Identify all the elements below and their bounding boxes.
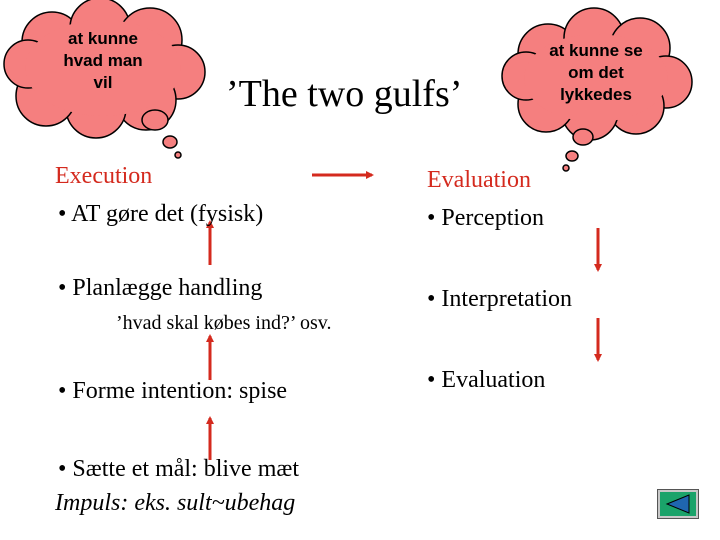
- evaluation-item-3: • Evaluation: [427, 367, 546, 393]
- right-thought-cloud: [501, 7, 693, 141]
- execution-item-4: • Sætte et mål: blive mæt: [58, 456, 300, 482]
- right-cloud-text: at kunne se om det lykkedes: [536, 40, 656, 106]
- left-thought-bubbles: [141, 109, 182, 159]
- left-cloud-text: at kunne hvad man vil: [48, 28, 158, 94]
- execution-heading: Execution: [55, 163, 153, 189]
- back-arrow-icon: [657, 489, 699, 519]
- slide-title: ’The two gulfs’: [226, 73, 463, 115]
- left-cloud-line-2: hvad man: [63, 51, 143, 70]
- evaluation-item-2: • Interpretation: [427, 286, 573, 312]
- execution-item-2: • Planlægge handling: [58, 275, 263, 301]
- right-cloud-line-2: om det: [568, 63, 624, 82]
- execution-item-1: • AT gøre det (fysisk): [58, 201, 264, 227]
- right-cloud-line-3: lykkedes: [560, 85, 632, 104]
- right-thought-bubbles: [562, 128, 594, 172]
- execution-item-2-note: ’hvad skal købes ind?’ osv.: [116, 312, 332, 334]
- left-cloud-line-3: vil: [93, 73, 113, 92]
- right-cloud-line-1: at kunne se: [549, 41, 643, 60]
- left-thought-cloud: [3, 0, 206, 139]
- left-cloud-line-1: at kunne: [68, 29, 138, 48]
- previous-slide-button[interactable]: [657, 489, 699, 519]
- impulse-line: Impuls: eks. sult~ubehag: [55, 490, 296, 516]
- execution-item-3: • Forme intention: spise: [58, 378, 288, 404]
- evaluation-item-1: • Perception: [427, 205, 545, 231]
- evaluation-heading: Evaluation: [427, 167, 531, 193]
